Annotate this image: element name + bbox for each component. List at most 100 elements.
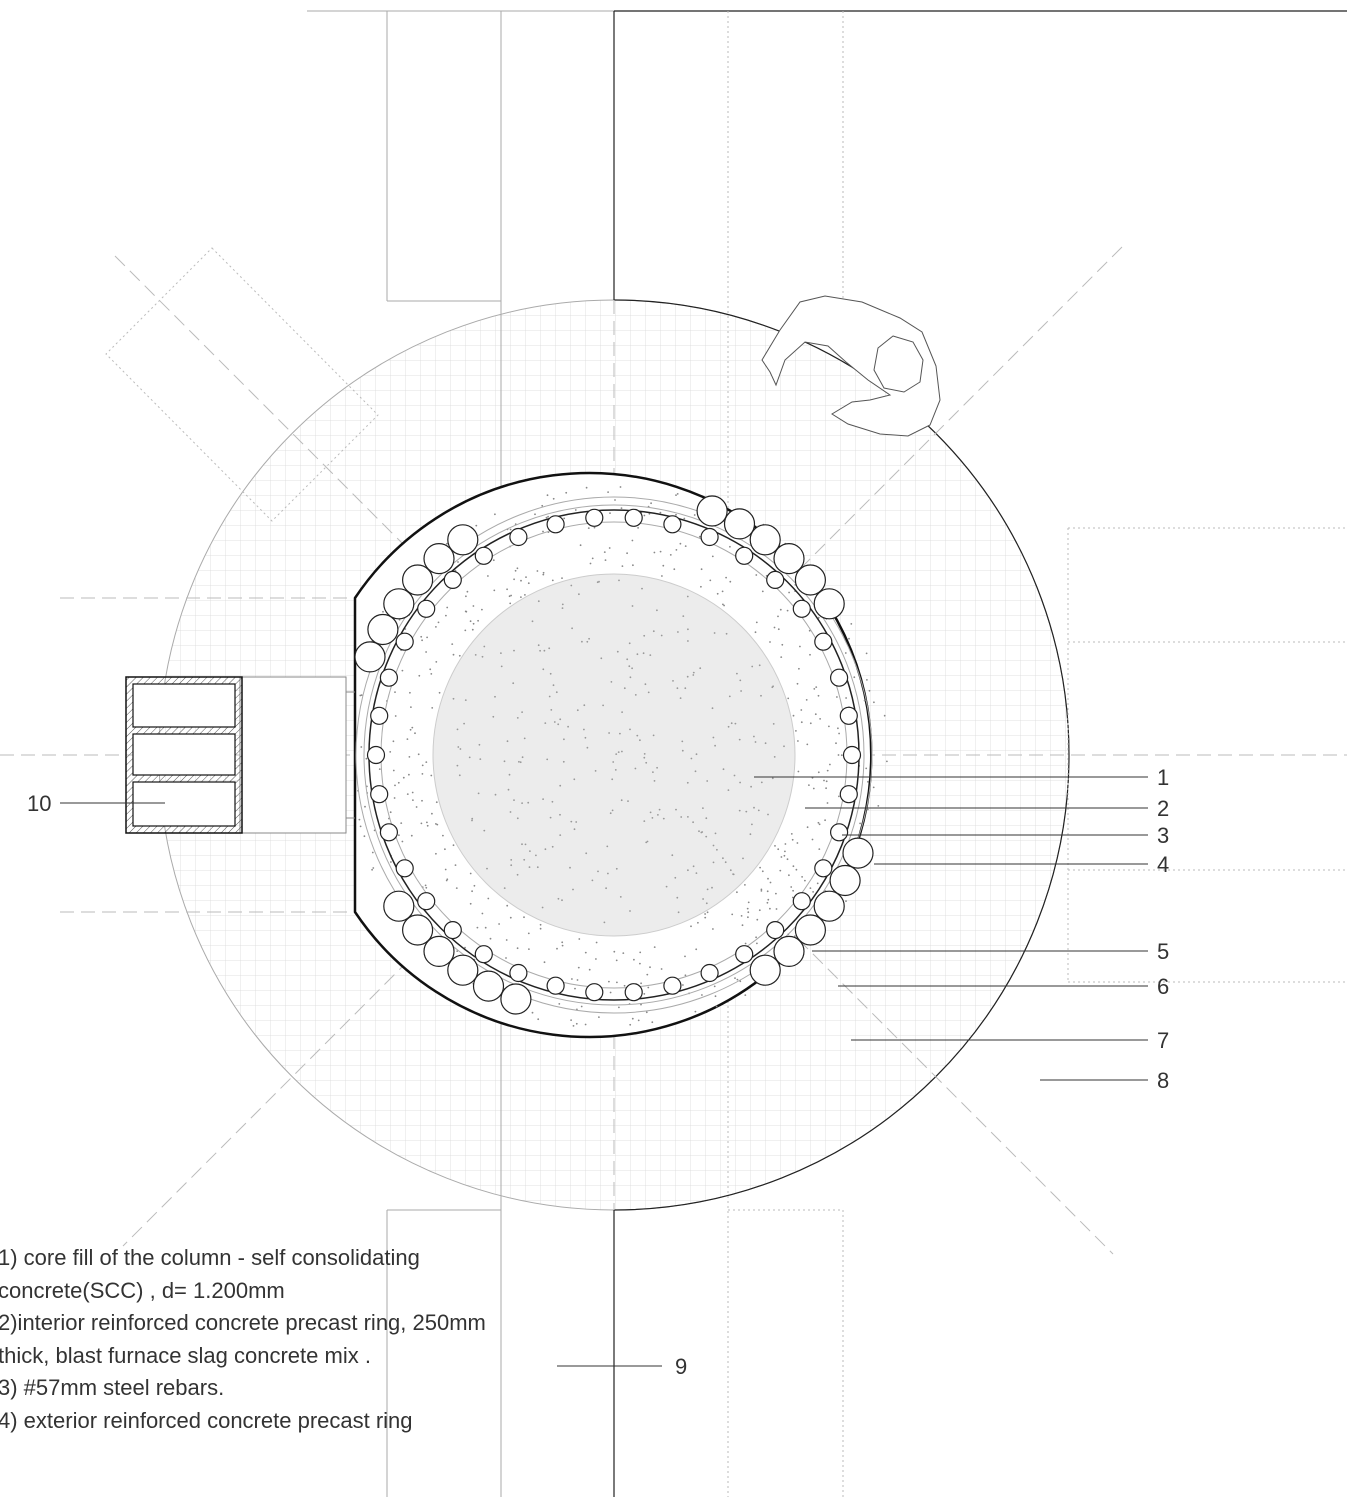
core-dot	[527, 801, 530, 804]
aggregate-dot	[541, 504, 544, 507]
core-dot	[572, 888, 574, 891]
aggregate-dot	[435, 626, 437, 628]
aggregate-dot	[542, 571, 545, 574]
core-dot	[494, 695, 496, 698]
aggregate-dot	[673, 568, 676, 571]
core-dot	[686, 781, 689, 784]
aggregate-dot	[775, 892, 777, 895]
core-dot	[542, 798, 544, 800]
core-dot	[529, 850, 531, 852]
aggregate-dot	[796, 842, 799, 844]
aggregate-dot	[552, 497, 555, 500]
aggregate-dot	[546, 494, 549, 497]
core-dot	[542, 668, 545, 671]
core-dot	[750, 785, 752, 788]
core-dot	[621, 711, 623, 713]
aggregate-dot	[603, 551, 606, 553]
core-dot	[551, 800, 554, 803]
core-dot	[605, 887, 607, 890]
core-dot	[732, 873, 734, 875]
aggregate-dot	[790, 833, 793, 835]
aggregate-dot	[392, 769, 395, 772]
rebar	[700, 963, 719, 983]
aggregate-dot	[824, 819, 826, 822]
aggregate-dot	[711, 555, 714, 558]
rebar	[814, 632, 833, 651]
aggregate-dot	[629, 1023, 632, 1026]
rebar	[766, 920, 785, 940]
aggregate-dot	[650, 502, 652, 505]
aggregate-dot	[593, 526, 596, 529]
core-dot	[740, 690, 742, 692]
rebar	[474, 546, 493, 565]
aggregate-dot	[773, 626, 776, 629]
aggregate-dot	[780, 656, 783, 658]
aggregate-dot	[618, 1006, 620, 1009]
aggregate-dot	[797, 770, 800, 773]
aggregate-dot	[704, 913, 706, 915]
rebar	[624, 508, 643, 527]
aggregate-dot	[452, 653, 455, 656]
aggregate-dot	[506, 588, 508, 591]
aggregate-dot	[360, 746, 363, 748]
core-dot	[500, 665, 503, 668]
aggregate-dot	[598, 1016, 600, 1018]
aggregate-dot	[580, 1005, 583, 1008]
core-dot	[539, 649, 541, 652]
core-dot	[684, 687, 687, 690]
aggregate-dot	[435, 823, 437, 825]
aggregate-dot	[394, 691, 396, 693]
aggregate-dot	[458, 654, 461, 657]
core-dot	[614, 769, 617, 771]
aggregate-dot	[675, 494, 677, 496]
core-dot	[773, 756, 776, 758]
person-figure	[761, 295, 941, 437]
rebar	[366, 745, 386, 765]
aggregate-dot	[801, 876, 803, 878]
aggregate-dot	[543, 961, 546, 964]
aggregate-dot	[883, 714, 886, 717]
aggregate-dot	[756, 942, 758, 945]
aggregate-dot	[786, 858, 789, 861]
core-dot	[739, 679, 742, 682]
core-dot	[569, 866, 571, 869]
aggregate-dot	[513, 578, 515, 581]
core-dot	[629, 910, 631, 912]
ring-joint	[363, 504, 865, 1006]
core-dot	[459, 748, 462, 750]
aggregate-dot	[755, 574, 758, 576]
core-dot	[698, 830, 700, 833]
core-dot	[531, 620, 534, 623]
aggregate-dot	[775, 908, 778, 910]
core-dot	[512, 682, 515, 685]
core-dot	[477, 792, 480, 795]
aggregate-dot	[561, 944, 564, 947]
aggregate-dot	[631, 1017, 634, 1020]
aggregate-dot	[621, 565, 624, 567]
aggregate-dot	[747, 911, 750, 914]
core-dot	[583, 728, 585, 731]
aggregate-dot	[647, 986, 650, 989]
core-dot	[521, 802, 523, 804]
aggregate-dot	[679, 542, 682, 545]
core-dot	[524, 843, 527, 846]
core-dot	[712, 861, 715, 864]
core-stipple	[452, 579, 785, 924]
aggregate-dot	[411, 726, 414, 729]
aggregate-dot	[609, 512, 611, 514]
aggregate-dot	[509, 528, 512, 531]
aggregate-dot	[481, 608, 483, 611]
aggregate-dot	[712, 928, 714, 930]
aggregate-dot	[814, 713, 817, 716]
core-dot	[561, 603, 564, 606]
core-dot	[518, 760, 520, 763]
legend-item-3: 3) #57mm steel rebars.	[0, 1375, 225, 1400]
aggregate-dot	[865, 652, 868, 655]
structural-walls	[613, 10, 1347, 1497]
aggregate-dot	[662, 564, 665, 567]
core-dot	[611, 778, 614, 781]
aggregate-dot	[800, 709, 803, 711]
aggregate-dot	[430, 673, 433, 675]
core-dot	[591, 879, 594, 882]
core-dot	[471, 819, 473, 822]
